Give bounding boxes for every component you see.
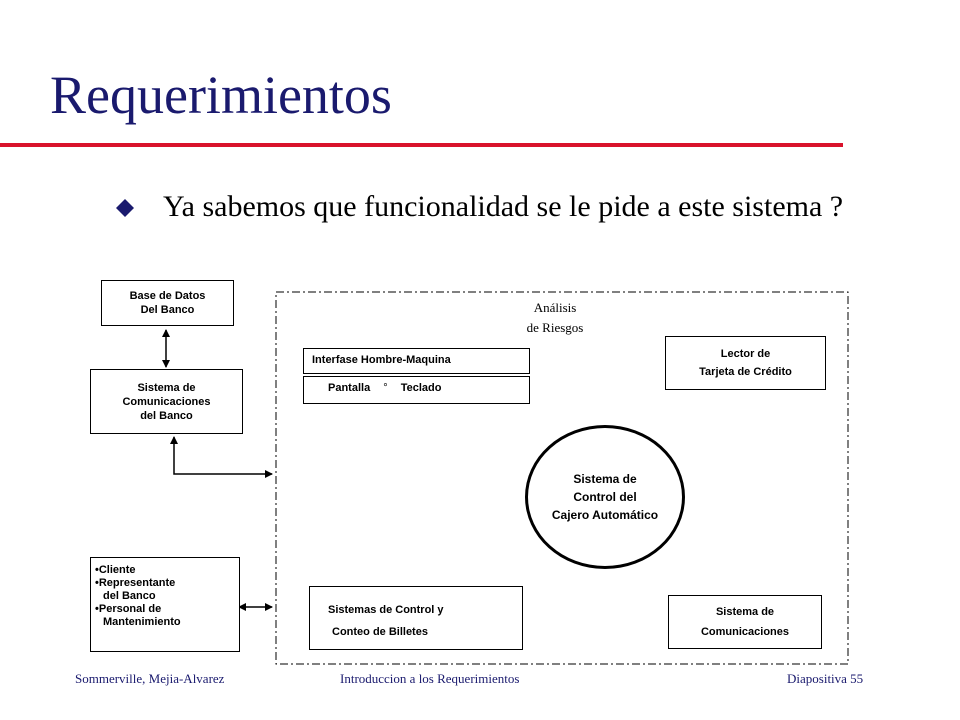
hmi-title-text: Interfase Hombre-Maquina (312, 354, 451, 366)
risk-analysis-line2: de Riesgos (526, 320, 584, 335)
system-boundary (275, 291, 849, 665)
bank-comms-line1: Sistema de (137, 381, 196, 394)
hmi-box: Interfase Hombre-Maquina Pantalla ° Tecl… (303, 348, 530, 404)
list-item: •Cliente (95, 564, 235, 577)
list-item: Mantenimiento (103, 616, 181, 628)
footer-course: Introduccion a los Requerimientos (340, 671, 520, 686)
actor-name: Personal de (98, 603, 162, 615)
list-item: del Banco (103, 590, 156, 602)
atm-control-line1: Sistema de (573, 472, 637, 486)
separator: ° (383, 382, 388, 394)
comms-system-line1: Sistema de (715, 606, 775, 618)
actor-bullet: • (95, 603, 99, 615)
actor-bullet: • (95, 564, 99, 576)
cash-counting-line2: Conteo de Billetes (332, 626, 428, 638)
atm-control-text: Sistema de Control del Cajero Automático (552, 470, 658, 524)
bank-database-line1: Base de Datos (129, 290, 206, 302)
hmi-devices: Pantalla ° Teclado (303, 376, 530, 404)
card-reader-line2: Tarjeta de Crédito (699, 366, 792, 378)
hmi-title: Interfase Hombre-Maquina (303, 348, 530, 374)
footer-slide-number: Diapositiva 55 (787, 671, 864, 686)
comms-system-box: Sistema de Comunicaciones (668, 595, 822, 649)
actors-box: •Cliente •Representante del Banco •Perso… (90, 557, 240, 652)
actor-name: Representante (98, 577, 176, 589)
diamond-bullet-icon (116, 199, 134, 217)
card-reader-line1: Lector de (720, 348, 771, 360)
cash-counting-line1: Sistemas de Control y (328, 604, 444, 616)
title-underline (0, 143, 843, 147)
slide-title: Requerimientos (50, 65, 392, 125)
bank-comms-line3: del Banco (140, 409, 193, 422)
atm-control-line2: Control del (573, 490, 637, 504)
actor-bullet: • (95, 577, 99, 589)
connector-comms-system (170, 436, 273, 478)
actor-name: Cliente (98, 564, 136, 576)
list-item: •Representante (95, 577, 235, 590)
card-reader-box: Lector de Tarjeta de Crédito (665, 336, 826, 390)
cash-counting-box: Sistemas de Control y Conteo de Billetes (309, 586, 523, 650)
risk-analysis-line1: Análisis (533, 300, 577, 315)
atm-control-line3: Cajero Automático (551, 508, 659, 522)
keyboard-label: Teclado (400, 382, 442, 394)
list-item: •Personal de (95, 603, 235, 616)
comms-system-line2: Comunicaciones (700, 626, 790, 638)
bullet-text: Ya sabemos que funcionalidad se le pide … (163, 190, 844, 223)
atm-control-system: Sistema de Control del Cajero Automático (525, 425, 685, 569)
risk-analysis-label: Análisis de Riesgos (500, 298, 610, 338)
bank-database-line2: Del Banco (140, 304, 195, 316)
bank-database-box: Base de Datos Del Banco (101, 280, 234, 326)
bank-comms-line2: Comunicaciones (122, 395, 211, 408)
footer-authors: Sommerville, Mejia-Alvarez (75, 671, 225, 686)
screen-label: Pantalla (328, 382, 371, 394)
actors-list: •Cliente •Representante del Banco •Perso… (95, 564, 235, 629)
bank-comms-box: Sistema de Comunicaciones del Banco (90, 369, 243, 434)
